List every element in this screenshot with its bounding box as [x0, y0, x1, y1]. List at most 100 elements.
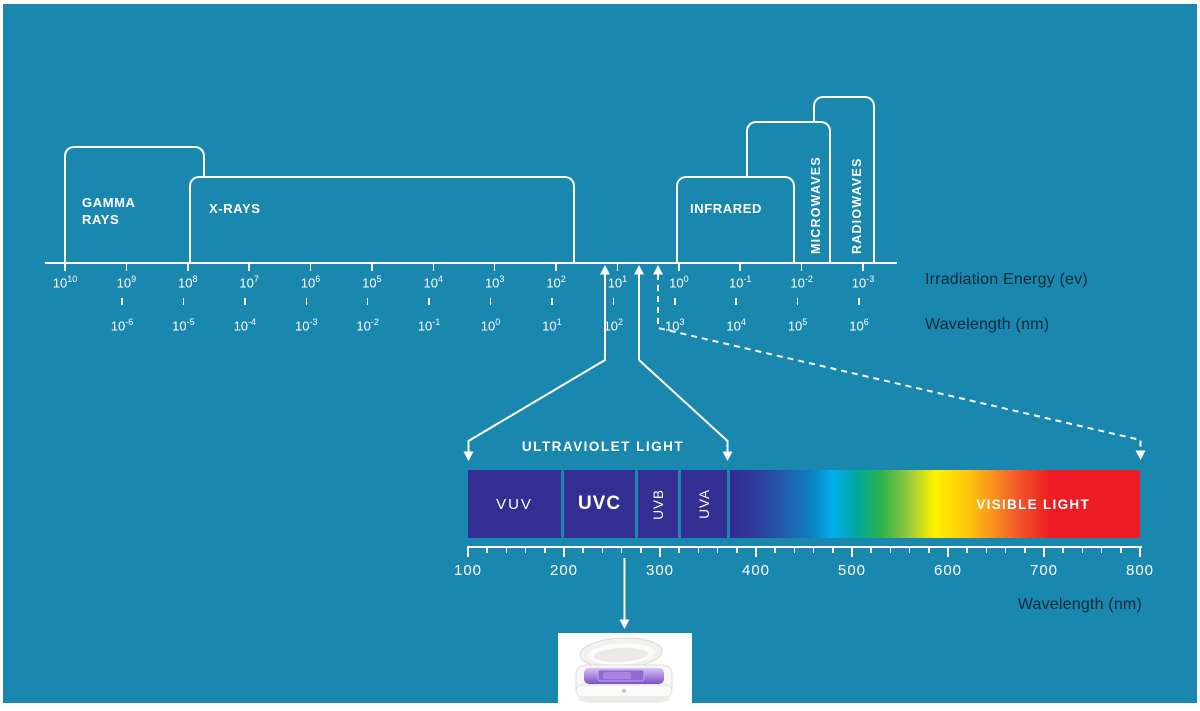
axis-tick [555, 264, 557, 271]
axis-tick [796, 298, 799, 305]
axis-tick [1062, 548, 1064, 553]
axis-tick [736, 548, 738, 553]
axis-tick-label: 103 [484, 274, 505, 291]
axis-tick [678, 548, 680, 553]
axis-tick [640, 548, 642, 553]
axis-tick [182, 298, 185, 305]
band-label-gamma-rays: GAMMA RAYS [82, 195, 136, 227]
axis-tick-label: 10-6 [110, 317, 134, 334]
axis-tick [1120, 548, 1122, 553]
axis-tick-label: 101 [542, 317, 562, 334]
axis-tick [774, 548, 776, 553]
axis-tick [612, 298, 615, 305]
uv-segment-uvc: UVC [564, 470, 635, 538]
axis-tick-label: 10-2 [790, 274, 813, 291]
nm-tick-label: 500 [837, 562, 867, 579]
axis-tick [582, 548, 584, 553]
axis-tick [620, 548, 623, 553]
arrowhead-down-icon [619, 619, 630, 629]
axis-tick [739, 264, 741, 271]
axis-tick-label: 102 [603, 317, 624, 334]
axis-tick [125, 264, 128, 271]
band-label-infrared: INFRARED [690, 201, 762, 216]
axis-tick [64, 264, 66, 271]
axis-tick-label: 100 [480, 317, 501, 334]
axis-tick-label: 10-4 [233, 317, 257, 334]
frame-border [1197, 0, 1200, 711]
nm-tick-label: 300 [645, 562, 675, 579]
band-label-x-rays: X-RAYS [209, 201, 261, 216]
axis-tick [187, 264, 189, 271]
axis-tick-label: 106 [849, 317, 869, 334]
axis-tick [870, 548, 872, 553]
axis-tick [947, 548, 949, 557]
wavelength-axis-label: Wavelength (nm) [925, 316, 1050, 333]
axis-tick [678, 264, 680, 271]
axis-tick-label: 10-3 [295, 317, 318, 334]
axis-tick [244, 298, 246, 305]
axis-tick [1081, 548, 1084, 553]
arrowhead-up-icon [634, 265, 644, 275]
uv-segment-label-vuv: VUV [496, 495, 533, 513]
axis-tick [616, 264, 619, 271]
axis-tick [121, 298, 123, 305]
axis-tick [716, 548, 719, 553]
axis-tick [1043, 548, 1045, 557]
arrowhead-up-icon [653, 265, 663, 275]
axis-tick [659, 548, 661, 557]
axis-tick [366, 298, 369, 305]
frame-border [0, 0, 3, 711]
axis-tick [735, 298, 737, 305]
axis-tick-label: 102 [546, 274, 566, 291]
axis-tick-label: 104 [423, 274, 444, 291]
uv-segment-uvb: UVB [638, 470, 678, 538]
axis-tick-label: 108 [178, 274, 198, 291]
axis-tick-label: 1010 [52, 274, 78, 291]
axis-tick [966, 548, 968, 553]
axis-tick-label: 109 [116, 274, 137, 291]
axis-tick [544, 548, 546, 553]
axis-tick [832, 548, 834, 553]
nm-axis-line [467, 546, 1142, 548]
band-box-infrared: INFRARED [676, 176, 795, 262]
axis-tick-label: 10-1 [728, 274, 752, 291]
uv-segment-vuv: VUV [468, 470, 561, 538]
axis-tick [812, 548, 815, 553]
axis-tick [1100, 548, 1103, 553]
axis-tick [851, 548, 853, 557]
axis-tick [755, 548, 757, 557]
axis-tick-label: 10-3 [851, 274, 875, 291]
axis-tick [489, 298, 492, 305]
axis-tick [985, 548, 988, 553]
axis-tick [800, 264, 803, 271]
device-base [575, 664, 673, 698]
band-box-x-rays: X-RAYS [189, 176, 575, 262]
axis-tick-label: 100 [669, 274, 689, 291]
axis-tick [793, 548, 796, 553]
axis-tick [858, 298, 860, 305]
band-box-gamma-rays: GAMMA RAYS [64, 146, 205, 262]
axis-tick [551, 298, 553, 305]
uv-segment-label-uva: UVA [696, 489, 712, 519]
uv-sterilizer-illustration [558, 633, 692, 711]
nm-tick-label: 800 [1125, 562, 1155, 579]
frame-border [0, 0, 1200, 4]
visible-light-bar: VISIBLE LIGHT [730, 470, 1140, 538]
axis-tick [371, 264, 373, 271]
arrowhead-down-icon [463, 451, 474, 461]
band-label-microwaves: MICROWAVES [809, 156, 823, 254]
axis-tick [486, 548, 488, 553]
axis-tick [309, 264, 312, 271]
axis-tick [505, 548, 508, 553]
axis-tick [1024, 548, 1026, 553]
axis-tick-label: 107 [239, 274, 259, 291]
axis-tick-label: 106 [300, 274, 321, 291]
axis-tick-label: 105 [362, 274, 382, 291]
device-button [621, 688, 627, 694]
axis-tick-label: 103 [665, 317, 685, 334]
band-label-radiowaves: RADIOWAVES [850, 157, 864, 255]
axis-tick [674, 298, 676, 305]
nm-tick-label: 600 [933, 562, 963, 579]
arrowhead-down-icon [722, 451, 733, 461]
